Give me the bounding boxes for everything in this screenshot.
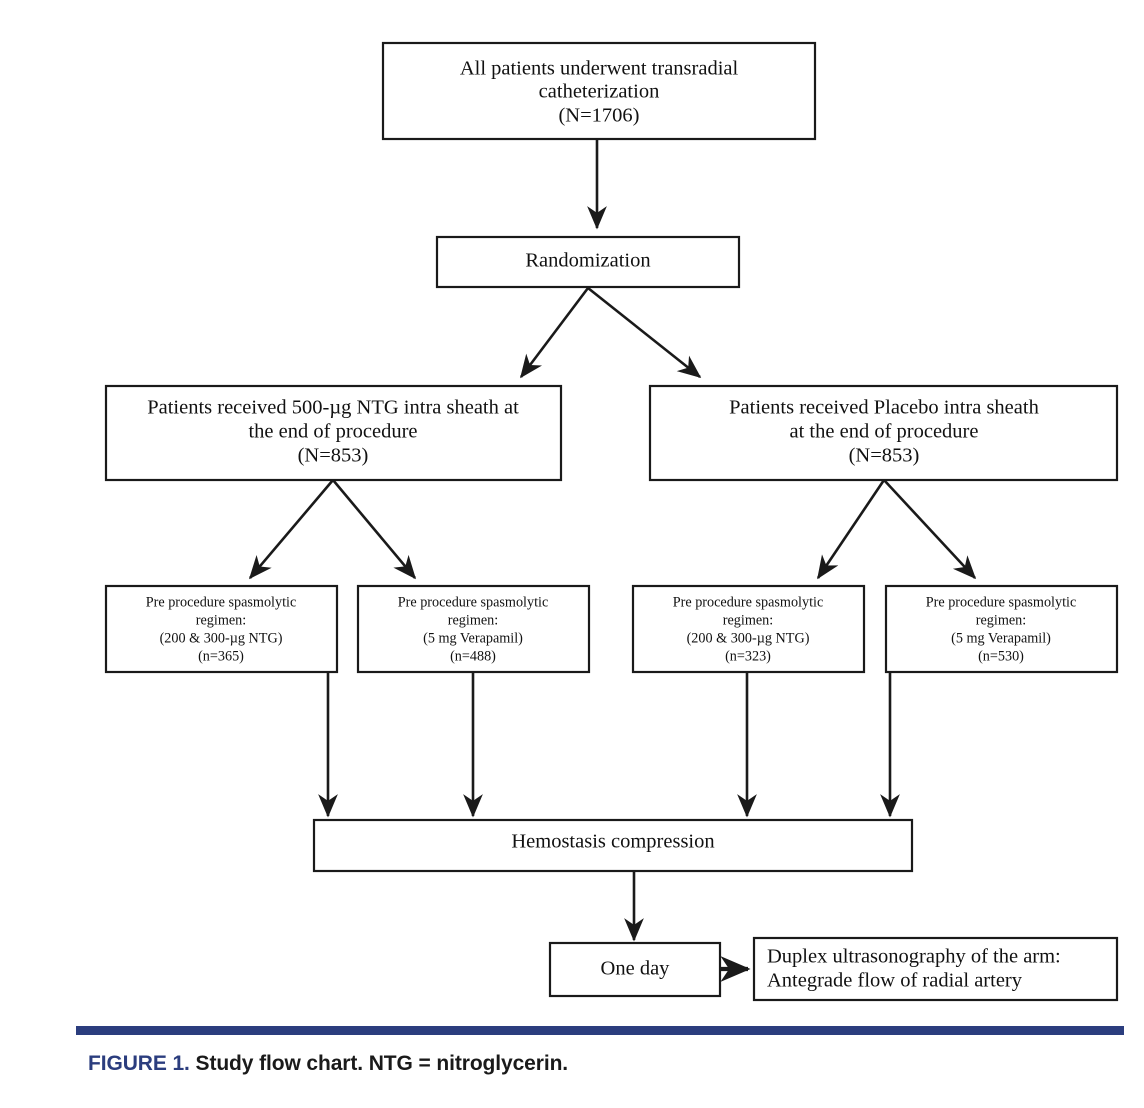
randomization-box[interactable]	[435, 235, 741, 289]
enrollment-line2: catheterization	[539, 81, 660, 103]
node-regimen-ntg-a[interactable]: Pre procedure spasmolytic regimen: (200 …	[104, 584, 339, 674]
arm-placebo-box[interactable]	[648, 384, 1119, 482]
regimen-ntg-a-line3: (200 & 300-µg NTG)	[160, 630, 283, 646]
node-randomization[interactable]: Randomization	[435, 235, 741, 289]
edge-arm-ntg-to-regimen-verapamil-a	[332, 479, 417, 580]
arm-placebo-line2: at the end of procedure	[790, 421, 979, 443]
arm-ntg-box[interactable]	[104, 384, 563, 482]
duplex-box[interactable]	[752, 936, 1119, 1002]
regimen-ntg-b-line2: regimen:	[723, 612, 773, 628]
node-one-day[interactable]: One day	[548, 941, 722, 998]
connector-layer	[248, 139, 977, 983]
hemostasis-line1: Hemostasis compression	[511, 831, 714, 853]
node-arm-placebo[interactable]: Patients received Placebo intra sheath a…	[648, 384, 1119, 482]
enrollment-box[interactable]	[381, 41, 817, 141]
regimen-ntg-a-box[interactable]	[104, 584, 339, 674]
regimen-verapamil-a-line4: (n=488)	[450, 648, 496, 664]
regimen-verapamil-b-line1: Pre procedure spasmolytic	[926, 594, 1077, 610]
figure-caption: FIGURE 1. Study flow chart. NTG = nitrog…	[88, 1052, 568, 1076]
regimen-verapamil-a-line1: Pre procedure spasmolytic	[398, 594, 549, 610]
duplex-line2: Antegrade flow of radial artery	[767, 970, 1023, 992]
regimen-verapamil-b-line3: (5 mg Verapamil)	[951, 630, 1051, 646]
node-regimen-verapamil-a[interactable]: Pre procedure spasmolytic regimen: (5 mg…	[356, 584, 591, 674]
arm-ntg-line2: the end of procedure	[248, 421, 417, 443]
regimen-verapamil-b-box[interactable]	[884, 584, 1119, 674]
node-duplex[interactable]: Duplex ultrasonography of the arm: Anteg…	[752, 936, 1119, 1002]
hemostasis-box[interactable]	[312, 818, 914, 873]
edge-arm-ntg-to-regimen-ntg-a	[248, 479, 334, 580]
arm-placebo-line3: (N=853)	[849, 445, 920, 467]
randomization-line1: Randomization	[525, 250, 650, 272]
figure-caption-body: Study flow chart. NTG = nitroglycerin.	[189, 1052, 569, 1075]
edge-arm-placebo-to-regimen-verapamil-b	[883, 479, 977, 580]
figure-caption-label: FIGURE 1.	[88, 1052, 190, 1075]
node-hemostasis[interactable]: Hemostasis compression	[312, 818, 914, 873]
arm-placebo-line1: Patients received Placebo intra sheath	[729, 397, 1039, 419]
regimen-ntg-b-line4: (n=323)	[725, 648, 771, 664]
edge-randomization-to-arm-ntg	[519, 287, 590, 379]
one-day-line1: One day	[601, 958, 671, 980]
regimen-ntg-a-line1: Pre procedure spasmolytic	[146, 594, 297, 610]
regimen-verapamil-a-line3: (5 mg Verapamil)	[423, 630, 523, 646]
one-day-box[interactable]	[548, 941, 722, 998]
regimen-verapamil-b-line4: (n=530)	[978, 648, 1024, 664]
edge-arm-placebo-to-regimen-ntg-b	[816, 479, 886, 580]
regimen-verapamil-a-line2: regimen:	[448, 612, 498, 628]
regimen-ntg-b-box[interactable]	[631, 584, 866, 674]
enrollment-line3: (N=1706)	[558, 105, 639, 127]
regimen-ntg-b-line1: Pre procedure spasmolytic	[673, 594, 824, 610]
regimen-ntg-a-line4: (n=365)	[198, 648, 244, 664]
arm-ntg-line1: Patients received 500-µg NTG intra sheat…	[147, 397, 519, 419]
edge-randomization-to-arm-placebo	[587, 286, 702, 379]
regimen-ntg-a-line2: regimen:	[196, 612, 246, 628]
regimen-verapamil-a-box[interactable]	[356, 584, 591, 674]
duplex-line1: Duplex ultrasonography of the arm:	[767, 946, 1061, 968]
caption-divider-rule	[76, 1026, 1124, 1035]
node-regimen-ntg-b[interactable]: Pre procedure spasmolytic regimen: (200 …	[631, 584, 866, 674]
arm-ntg-line3: (N=853)	[298, 445, 369, 467]
enrollment-line1: All patients underwent transradial	[460, 58, 739, 80]
node-arm-ntg[interactable]: Patients received 500-µg NTG intra sheat…	[104, 384, 563, 482]
regimen-ntg-b-line3: (200 & 300-µg NTG)	[687, 630, 810, 646]
node-enrollment[interactable]: All patients underwent transradial cathe…	[381, 41, 817, 141]
regimen-verapamil-b-line2: regimen:	[976, 612, 1026, 628]
node-regimen-verapamil-b[interactable]: Pre procedure spasmolytic regimen: (5 mg…	[884, 584, 1119, 674]
